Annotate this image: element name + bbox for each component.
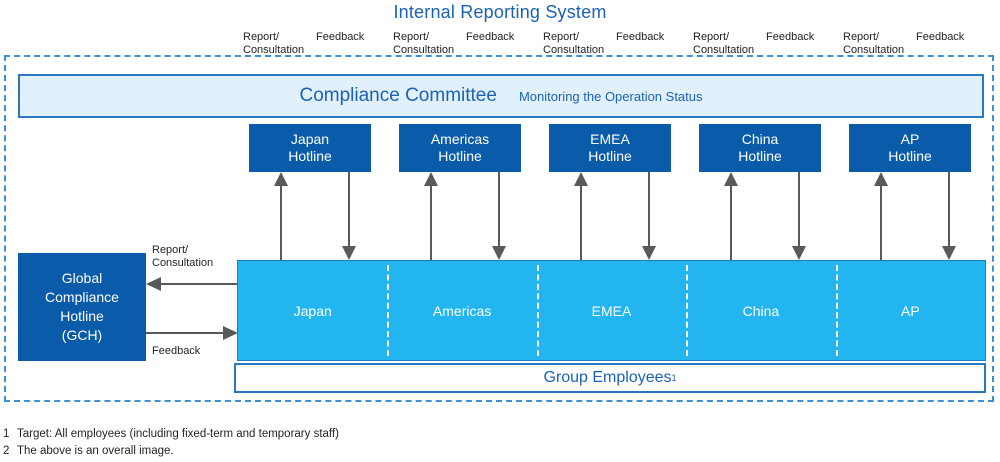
arrow-head bbox=[424, 172, 438, 186]
region-label: China bbox=[742, 302, 780, 319]
arrow-head bbox=[642, 246, 656, 260]
gch-line-1: Global bbox=[61, 270, 103, 286]
arrow-head bbox=[942, 246, 956, 260]
gch-line-2: Compliance bbox=[45, 289, 119, 305]
footnote-text: The above is an overall image. bbox=[17, 445, 174, 457]
report-label-line-2: Consultation bbox=[243, 44, 305, 56]
report-label-line-1: Report/ bbox=[543, 31, 580, 43]
feedback-label-3: Feedback bbox=[766, 31, 815, 43]
gch-line-3: Hotline bbox=[60, 308, 104, 324]
report-consultation-label-2: Report/Consultation bbox=[543, 31, 604, 57]
hotline-suffix: Hotline bbox=[888, 148, 932, 164]
footnote-number: 1 bbox=[3, 428, 10, 440]
report-consultation-label-4: Report/Consultation bbox=[843, 31, 904, 57]
gch-report-consultation-arrow-icon bbox=[146, 277, 238, 291]
hotline-suffix: Hotline bbox=[438, 148, 482, 164]
region-cell-emea: EMEA bbox=[536, 261, 686, 360]
gch-line-4: (GCH) bbox=[61, 327, 103, 343]
arrow-shaft bbox=[880, 182, 882, 260]
region-label: AP bbox=[900, 302, 920, 319]
hotline-suffix: Hotline bbox=[288, 148, 332, 164]
footnotes: 1 Target: All employees (including fixed-… bbox=[3, 426, 339, 460]
report-label-line-1: Report/ bbox=[693, 31, 730, 43]
arrow-shaft bbox=[798, 172, 800, 250]
arrow-head bbox=[223, 326, 238, 340]
compliance-committee-title: Compliance Committee bbox=[299, 85, 497, 106]
region-cell-americas: Americas bbox=[387, 261, 536, 360]
region-label: EMEA bbox=[591, 302, 632, 319]
footnote-row-1: 1 Target: All employees (including fixed-… bbox=[3, 426, 339, 443]
report-label-line-2: Consultation bbox=[693, 44, 755, 56]
page-title: Internal Reporting System bbox=[393, 2, 607, 22]
arrow-shaft bbox=[948, 172, 950, 250]
region-cell-japan: Japan bbox=[238, 261, 387, 360]
arrow-shaft bbox=[146, 332, 224, 334]
region-cell-china: China bbox=[686, 261, 835, 360]
gch-report-consultation-label: Report/ Consultation bbox=[152, 244, 213, 270]
report-consultation-label-1: Report/Consultation bbox=[393, 31, 454, 57]
hotline-region-name: AP bbox=[900, 131, 920, 147]
group-employees-footnote-marker: 1 bbox=[671, 373, 677, 383]
report-label-line-1: Report/ bbox=[843, 31, 880, 43]
report-label-line-2: Consultation bbox=[393, 44, 455, 56]
footnote-row-2: 2 The above is an overall image. bbox=[3, 443, 339, 460]
arrow-shaft bbox=[160, 283, 238, 285]
arrow-head bbox=[874, 172, 888, 186]
footnote-text: Target: All employees (including fixed-t… bbox=[17, 428, 339, 440]
arrow-head bbox=[792, 246, 806, 260]
arrow-shaft bbox=[730, 182, 732, 260]
arrow-shaft bbox=[430, 182, 432, 260]
hotline-suffix: Hotline bbox=[588, 148, 632, 164]
arrow-shaft bbox=[580, 182, 582, 260]
gch-feedback-arrow-icon bbox=[146, 326, 238, 340]
hotline-region-name: Japan bbox=[290, 131, 330, 147]
region-label: Japan bbox=[293, 302, 332, 319]
arrow-head bbox=[724, 172, 738, 186]
gch-report-line-2: Consultation bbox=[152, 257, 214, 269]
report-consultation-label-3: Report/Consultation bbox=[693, 31, 754, 57]
hotline-region-name: China bbox=[741, 131, 779, 147]
arrow-shaft bbox=[498, 172, 500, 250]
region-cell-ap: AP bbox=[835, 261, 985, 360]
feedback-label-4: Feedback bbox=[916, 31, 965, 43]
arrow-head bbox=[342, 246, 356, 260]
feedback-label-2: Feedback bbox=[616, 31, 665, 43]
arrow-shaft bbox=[348, 172, 350, 250]
report-consultation-label-0: Report/Consultation bbox=[243, 31, 304, 57]
feedback-label-0: Feedback bbox=[316, 31, 365, 43]
report-label-line-2: Consultation bbox=[543, 44, 605, 56]
hotline-region-name: EMEA bbox=[590, 131, 630, 147]
group-employees-label: Group Employees bbox=[543, 369, 672, 386]
region-label: Americas bbox=[432, 302, 492, 319]
hotline-region-name: Americas bbox=[430, 131, 490, 147]
compliance-committee-subtitle: Monitoring the Operation Status bbox=[518, 88, 703, 104]
region-band: Japan Americas EMEA China AP bbox=[237, 260, 986, 361]
gch-report-line-1: Report/ bbox=[152, 244, 189, 256]
arrow-head bbox=[492, 246, 506, 260]
arrow-shaft bbox=[280, 182, 282, 260]
diagram-outer-frame bbox=[4, 55, 994, 402]
report-label-line-1: Report/ bbox=[243, 31, 280, 43]
hotline-suffix: Hotline bbox=[738, 148, 782, 164]
global-compliance-hotline-box: Global Compliance Hotline (GCH) bbox=[18, 253, 146, 361]
feedback-label-1: Feedback bbox=[466, 31, 515, 43]
arrow-head bbox=[574, 172, 588, 186]
report-label-line-1: Report/ bbox=[393, 31, 430, 43]
arrow-head bbox=[274, 172, 288, 186]
footnote-number: 2 bbox=[3, 445, 10, 457]
compliance-committee-bar: Compliance Committee Monitoring the Oper… bbox=[18, 74, 984, 118]
gch-feedback-label: Feedback bbox=[152, 345, 201, 357]
report-label-line-2: Consultation bbox=[843, 44, 905, 56]
arrow-shaft bbox=[648, 172, 650, 250]
arrow-head bbox=[146, 277, 161, 291]
